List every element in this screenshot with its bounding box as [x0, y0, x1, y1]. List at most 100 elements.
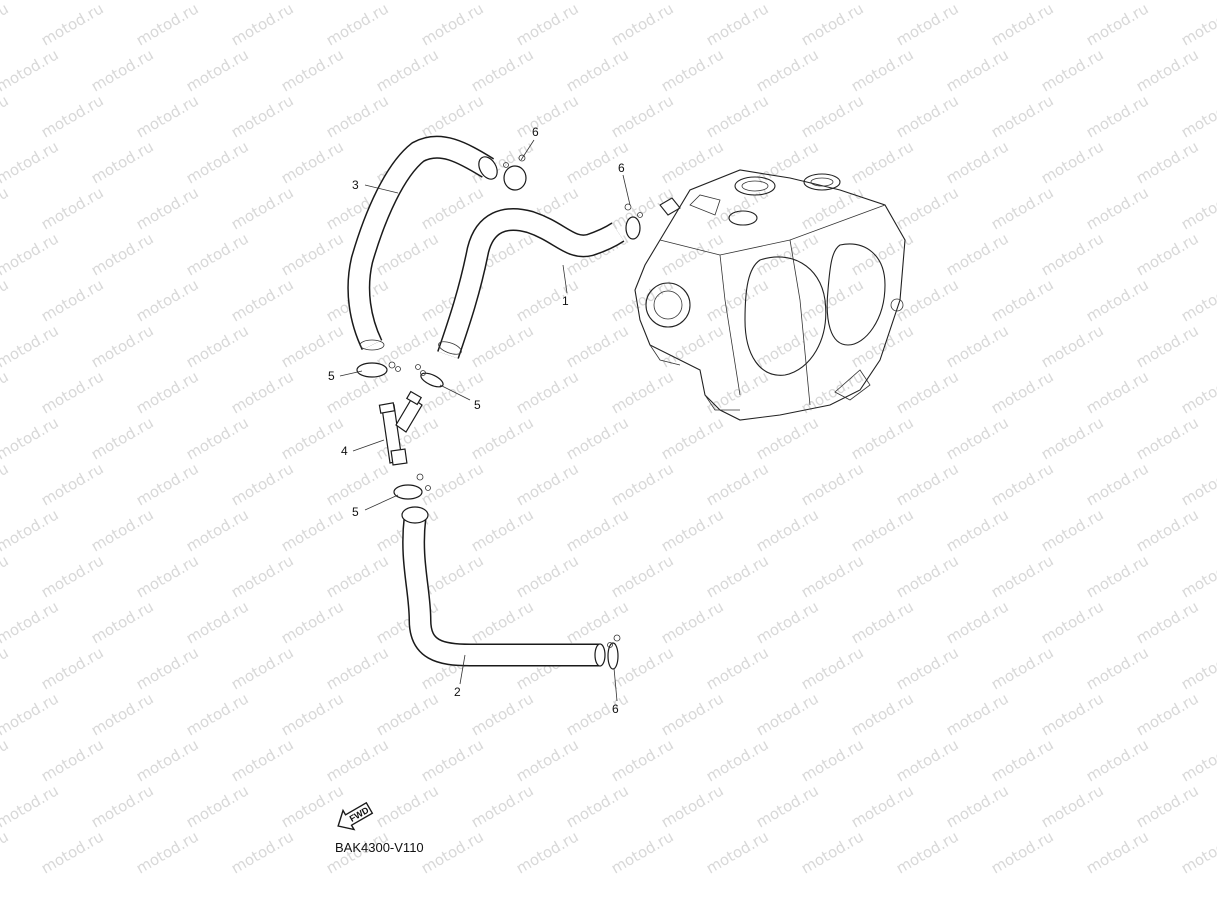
watermark-text: motod.ru — [323, 735, 392, 785]
watermark-text: motod.ru — [323, 91, 392, 141]
watermark-text: motod.ru — [0, 183, 12, 233]
watermark-text: motod.ru — [183, 505, 252, 555]
watermark-text: motod.ru — [658, 321, 727, 371]
watermark-text: motod.ru — [1178, 367, 1217, 417]
watermark-text: motod.ru — [893, 827, 962, 877]
clamps-6 — [503, 154, 643, 670]
watermark-text: motod.ru — [1133, 45, 1202, 95]
watermark-text: motod.ru — [418, 0, 487, 49]
watermark-text: motod.ru — [563, 781, 632, 831]
watermark-text: motod.ru — [38, 183, 107, 233]
y-joint-4 — [378, 390, 423, 466]
watermark-text: motod.ru — [608, 459, 677, 509]
callout-2: 2 — [454, 685, 461, 699]
watermark-text: motod.ru — [1178, 459, 1217, 509]
watermark-text: motod.ru — [133, 367, 202, 417]
watermark-text: motod.ru — [183, 137, 252, 187]
watermark-text: motod.ru — [658, 689, 727, 739]
watermark-text: motod.ru — [0, 229, 62, 279]
watermark-text: motod.ru — [278, 597, 347, 647]
watermark-text: motod.ru — [0, 275, 12, 325]
watermark-text: motod.ru — [893, 735, 962, 785]
watermark-text: motod.ru — [988, 735, 1057, 785]
watermark-text: motod.ru — [658, 413, 727, 463]
watermark-text: motod.ru — [133, 643, 202, 693]
watermark-text: motod.ru — [323, 643, 392, 693]
watermark-text: motod.ru — [0, 0, 12, 49]
watermark-text: motod.ru — [88, 505, 157, 555]
watermark-text: motod.ru — [893, 0, 962, 49]
watermark-text: motod.ru — [468, 45, 537, 95]
watermark-text: motod.ru — [0, 781, 62, 831]
watermark-text: motod.ru — [38, 735, 107, 785]
watermark-text: motod.ru — [1133, 321, 1202, 371]
watermark-text: motod.ru — [703, 643, 772, 693]
watermark-text: motod.ru — [608, 735, 677, 785]
watermark-text: motod.ru — [228, 827, 297, 877]
callout-5-lower: 5 — [352, 505, 359, 519]
watermark-text: motod.ru — [373, 689, 442, 739]
watermark-text: motod.ru — [943, 413, 1012, 463]
watermark-text: motod.ru — [183, 229, 252, 279]
watermark-text: motod.ru — [418, 459, 487, 509]
watermark-text: motod.ru — [1178, 91, 1217, 141]
watermark-text: motod.ru — [133, 827, 202, 877]
watermark-text: motod.ru — [798, 367, 867, 417]
hose-3 — [347, 135, 498, 351]
watermark-text: motod.ru — [703, 827, 772, 877]
watermark-text: motod.ru — [1038, 597, 1107, 647]
watermark-text: motod.ru — [183, 781, 252, 831]
watermark-text: motod.ru — [1038, 781, 1107, 831]
watermark-text: motod.ru — [943, 597, 1012, 647]
watermark-text: motod.ru — [753, 689, 822, 739]
watermark-text: motod.ru — [563, 45, 632, 95]
watermark-text: motod.ru — [893, 367, 962, 417]
watermark-text: motod.ru — [798, 643, 867, 693]
watermark-text: motod.ru — [988, 91, 1057, 141]
watermark-text: motod.ru — [753, 781, 822, 831]
watermark-text: motod.ru — [608, 183, 677, 233]
watermark-text: motod.ru — [468, 597, 537, 647]
watermark-text: motod.ru — [1038, 45, 1107, 95]
watermark-text: motod.ru — [468, 689, 537, 739]
clamps-5 — [356, 361, 444, 500]
watermark-text: motod.ru — [943, 689, 1012, 739]
watermark-text: motod.ru — [38, 91, 107, 141]
watermark-text: motod.ru — [1133, 689, 1202, 739]
watermark-text: motod.ru — [468, 413, 537, 463]
watermark-text: motod.ru — [658, 597, 727, 647]
watermark-text: motod.ru — [563, 321, 632, 371]
watermark-text: motod.ru — [1038, 137, 1107, 187]
watermark-text: motod.ru — [1178, 183, 1217, 233]
watermark-text: motod.ru — [133, 0, 202, 49]
watermark-text: motod.ru — [1038, 413, 1107, 463]
watermark-text: motod.ru — [38, 275, 107, 325]
watermark-text: motod.ru — [183, 413, 252, 463]
watermark-text: motod.ru — [228, 91, 297, 141]
watermark-text: motod.ru — [848, 229, 917, 279]
fwd-arrow-icon: FWD — [337, 801, 374, 831]
watermark-text: motod.ru — [753, 321, 822, 371]
watermark-text: motod.ru — [513, 275, 582, 325]
watermark-text: motod.ru — [848, 45, 917, 95]
watermark-text: motod.ru — [703, 183, 772, 233]
watermark-text: motod.ru — [798, 551, 867, 601]
watermark-text: motod.ru — [0, 827, 12, 877]
watermark-text: motod.ru — [608, 91, 677, 141]
watermark-text: motod.ru — [848, 781, 917, 831]
watermark-text: motod.ru — [0, 137, 62, 187]
watermark-text: motod.ru — [513, 827, 582, 877]
watermark-text: motod.ru — [183, 689, 252, 739]
watermark-text: motod.ru — [468, 505, 537, 555]
watermark-text: motod.ru — [183, 321, 252, 371]
watermark-text: motod.ru — [0, 689, 62, 739]
watermark-text: motod.ru — [798, 0, 867, 49]
watermark-text: motod.ru — [0, 551, 12, 601]
watermark-text: motod.ru — [133, 735, 202, 785]
watermark-text: motod.ru — [88, 137, 157, 187]
watermark-text: motod.ru — [278, 505, 347, 555]
watermark-text: motod.ru — [753, 45, 822, 95]
drawing-code: BAK4300-V110 — [335, 840, 424, 855]
watermark-text: motod.ru — [798, 183, 867, 233]
watermark-text: motod.ru — [943, 229, 1012, 279]
